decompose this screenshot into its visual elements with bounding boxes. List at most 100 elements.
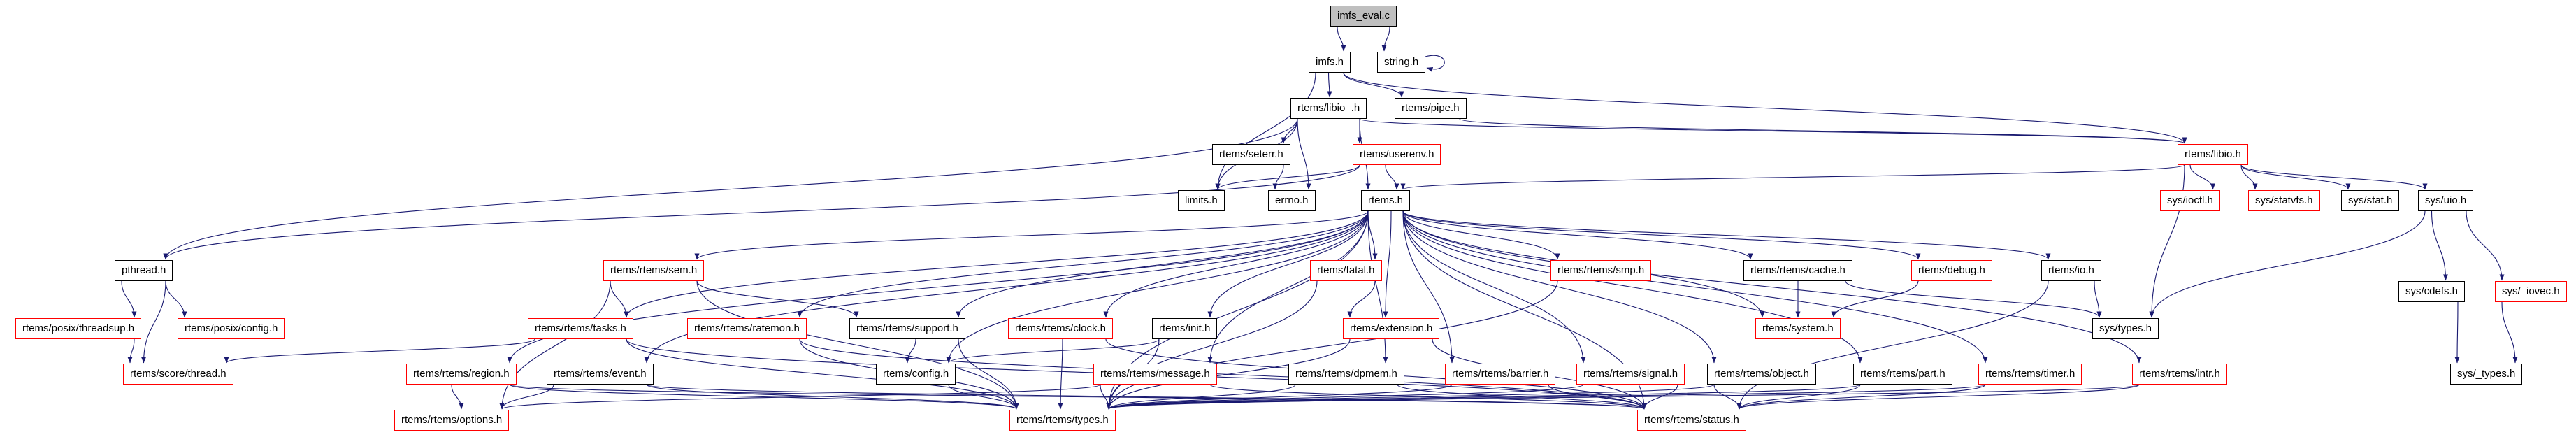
graph-node-extension[interactable]: rtems/extension.h (1343, 318, 1440, 339)
include-edge-pthread-to-scorethread (141, 280, 166, 364)
include-edge-libio-to-statvfs (2240, 164, 2258, 190)
graph-node-statvfs[interactable]: sys/statvfs.h (2248, 190, 2320, 211)
include-edge-rtems-to-config (946, 210, 1369, 364)
graph-node-sem[interactable]: rtems/rtems/sem.h (603, 260, 705, 281)
include-edge-signal-to-status (1641, 384, 1678, 410)
graph-node-system[interactable]: rtems/system.h (1755, 318, 1841, 339)
include-edge-rtems-to-intr (1402, 210, 2142, 364)
graph-node-ioctl[interactable]: sys/ioctl.h (2160, 190, 2220, 211)
include-edge-uio-to-systypes (2149, 210, 2426, 318)
include-edge-rtems-to-extension (1383, 210, 1392, 318)
graph-node-threadsup[interactable]: rtems/posix/threadsup.h (15, 318, 142, 339)
graph-node-signal[interactable]: rtems/rtems/signal.h (1576, 364, 1685, 385)
graph-node-event[interactable]: rtems/rtems/event.h (547, 364, 654, 385)
graph-node-smp[interactable]: rtems/rtems/smp.h (1550, 260, 1652, 281)
graph-node-cache[interactable]: rtems/rtems/cache.h (1743, 260, 1852, 281)
include-edge-libio_-to-errno (1297, 118, 1311, 190)
graph-node-ratemon[interactable]: rtems/rtems/ratemon.h (687, 318, 807, 339)
include-edge-rtems-to-barrier (1402, 210, 1455, 364)
graph-node-options[interactable]: rtems/rtems/options.h (394, 410, 510, 431)
include-edge-rtems-to-ratemon (797, 210, 1369, 318)
graph-node-string[interactable]: string.h (1377, 52, 1426, 73)
include-edge-object-to-types (1106, 384, 1715, 410)
include-edge-rtems-to-support (956, 210, 1369, 318)
graph-node-part[interactable]: rtems/rtems/part.h (1853, 364, 1952, 385)
include-edge-libio-to-stat (2240, 164, 2351, 190)
graph-node-errno[interactable]: errno.h (1268, 190, 1316, 211)
include-edge-rtems-to-message (1207, 210, 1369, 364)
include-edge-timer-to-types (1107, 384, 1986, 410)
graph-node-dpmem[interactable]: rtems/rtems/dpmem.h (1288, 364, 1404, 385)
include-edge-rtems-to-signal (1402, 210, 1586, 364)
graph-node-status[interactable]: rtems/rtems/status.h (1637, 410, 1746, 431)
include-edge-pipe-to-libio (1459, 118, 2187, 144)
graph-node-clock[interactable]: rtems/rtems/clock.h (1008, 318, 1114, 339)
include-edge-io-to-systypes (2094, 280, 2102, 318)
include-edge-userenv-to-limits (1215, 164, 1360, 190)
graph-node-scorethread[interactable]: rtems/score/thread.h (123, 364, 233, 385)
include-edge-libio_-to-pthread (163, 118, 1298, 260)
graph-node-fatal[interactable]: rtems/fatal.h (1310, 260, 1382, 281)
include-edge-object-to-status (1713, 384, 1742, 410)
include-edge-pthread-to-threadsup (121, 280, 137, 318)
graph-node-intr[interactable]: rtems/rtems/intr.h (2132, 364, 2227, 385)
graph-node-pthread[interactable]: pthread.h (115, 260, 173, 281)
graph-node-imfs_eval: imfs_eval.c (1330, 6, 1397, 27)
include-edge-rtems-to-clock (1103, 210, 1369, 318)
graph-node-types[interactable]: rtems/rtems/types.h (1009, 410, 1116, 431)
graph-node-tasks[interactable]: rtems/rtems/tasks.h (528, 318, 633, 339)
graph-node-stat[interactable]: sys/stat.h (2341, 190, 2400, 211)
graph-node-support[interactable]: rtems/rtems/support.h (849, 318, 965, 339)
graph-node-uio[interactable]: sys/uio.h (2418, 190, 2474, 211)
include-edge-sem-to-support (696, 280, 859, 318)
include-edge-timer-to-status (1736, 384, 1986, 410)
graph-node-libio_[interactable]: rtems/libio_.h (1290, 98, 1367, 119)
include-edge-event-to-types (646, 384, 1019, 410)
include-edge-rtems-to-timer (1402, 210, 1988, 364)
include-edge-region-to-options (451, 384, 464, 410)
graph-node-init[interactable]: rtems/init.h (1152, 318, 1218, 339)
graph-node-_types[interactable]: sys/_types.h (2450, 364, 2523, 385)
include-edge-event-to-status (646, 384, 1646, 410)
include-edge-rtems-to-sem (694, 210, 1369, 260)
graph-node-libio[interactable]: rtems/libio.h (2178, 144, 2248, 165)
graph-node-object[interactable]: rtems/rtems/object.h (1707, 364, 1816, 385)
include-edge-libio-to-ioctl (2189, 164, 2215, 190)
include-edge-sem-to-tasks (610, 280, 629, 318)
graph-node-imfs[interactable]: imfs.h (1309, 52, 1351, 73)
include-edge-debug-to-system (1831, 280, 1919, 318)
graph-node-iovec[interactable]: sys/_iovec.h (2495, 281, 2567, 302)
include-edge-rtems-to-smp (1402, 210, 1560, 260)
graph-node-systypes[interactable]: sys/types.h (2092, 318, 2159, 339)
include-edge-smp-to-types (1106, 280, 1558, 410)
include-edge-fatal-to-extension (1347, 280, 1376, 318)
graph-node-limits[interactable]: limits.h (1178, 190, 1225, 211)
include-edge-seterr-to-errno (1272, 164, 1284, 190)
graph-node-rtems[interactable]: rtems.h (1361, 190, 1411, 211)
graph-node-io[interactable]: rtems/io.h (2041, 260, 2101, 281)
include-edge-signal-to-types (1106, 384, 1584, 410)
include-edge-clock-to-types (1058, 338, 1063, 410)
graph-node-cdefs[interactable]: sys/cdefs.h (2398, 281, 2466, 302)
include-edge-rtems-to-cache (1402, 210, 1753, 260)
graph-node-barrier[interactable]: rtems/rtems/barrier.h (1445, 364, 1556, 385)
include-edge-barrier-to-types (1106, 384, 1453, 410)
include-edge-intr-to-status (1736, 384, 2140, 410)
graph-node-timer[interactable]: rtems/rtems/timer.h (1978, 364, 2082, 385)
graph-node-region[interactable]: rtems/rtems/region.h (406, 364, 517, 385)
include-edge-support-to-config (905, 338, 916, 364)
graph-node-debug[interactable]: rtems/debug.h (1911, 260, 1992, 281)
graph-node-message[interactable]: rtems/rtems/message.h (1093, 364, 1217, 385)
include-edge-part-to-types (1107, 384, 1861, 410)
include-edge-rtems-to-debug (1402, 210, 1921, 260)
include-edge-libio-to-uio (2240, 164, 2428, 190)
include-edge-imfs-to-pipe (1343, 72, 1404, 98)
graph-node-posixconfig[interactable]: rtems/posix/config.h (178, 318, 285, 339)
graph-node-pipe[interactable]: rtems/pipe.h (1395, 98, 1467, 119)
include-edge-imfs-to-libio (1343, 72, 2187, 144)
include-edge-libio-to-rtems (1401, 164, 2185, 190)
graph-node-config[interactable]: rtems/config.h (876, 364, 956, 385)
graph-node-seterr[interactable]: rtems/seterr.h (1212, 144, 1290, 165)
graph-node-userenv[interactable]: rtems/userenv.h (1353, 144, 1441, 165)
